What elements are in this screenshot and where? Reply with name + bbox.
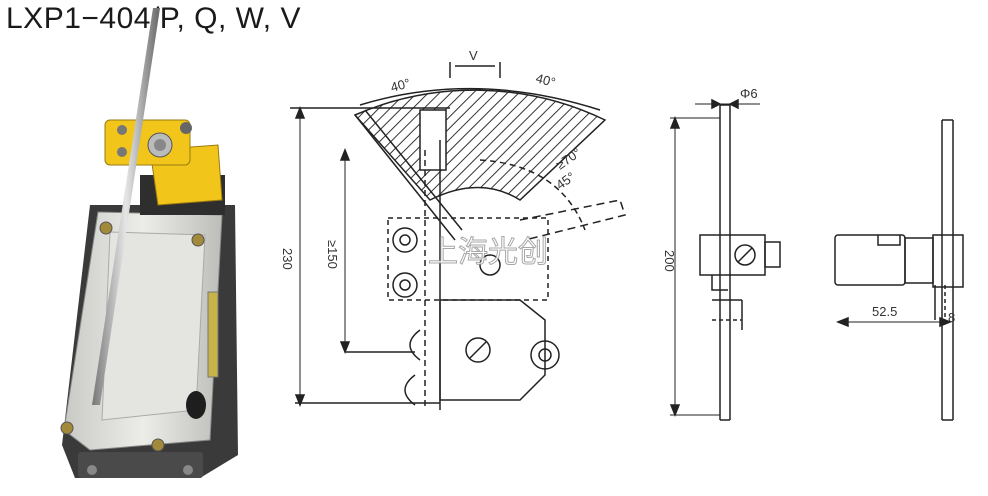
watermark-text: 上海光创 xyxy=(428,235,548,270)
actuator-rod xyxy=(92,8,160,405)
dim-height-total: 230 xyxy=(280,248,295,270)
hatched-swing-zone xyxy=(353,89,607,201)
limit-switch-photo xyxy=(60,8,238,478)
swing-arc xyxy=(359,87,601,111)
dim-rod-diameter: Φ6 xyxy=(740,86,758,101)
angle-left-label: 40° xyxy=(389,75,412,95)
dim-end-width: 52.5 xyxy=(872,304,897,319)
end-view-drawing xyxy=(834,119,964,421)
dim-end-small: 8 xyxy=(948,310,955,325)
v-label: V xyxy=(469,48,478,63)
end-view-labels: 52.5 8 xyxy=(872,304,955,325)
side-view-drawing xyxy=(669,98,781,421)
switch-side-knob xyxy=(186,391,206,419)
front-view-labels: 40° 40° V 230 ≥150 ≥70° 45° 上海光创 xyxy=(280,48,584,271)
angle-right-label: 40° xyxy=(534,70,557,90)
dim-height-inner: ≥150 xyxy=(325,240,340,269)
dim-side-height: 200 xyxy=(662,250,677,272)
front-view-drawing xyxy=(290,62,626,410)
switch-mount-foot xyxy=(78,452,203,478)
rod-clamp xyxy=(104,119,191,166)
side-view-labels: Φ6 200 xyxy=(662,86,758,272)
switch-side-label xyxy=(207,291,219,378)
